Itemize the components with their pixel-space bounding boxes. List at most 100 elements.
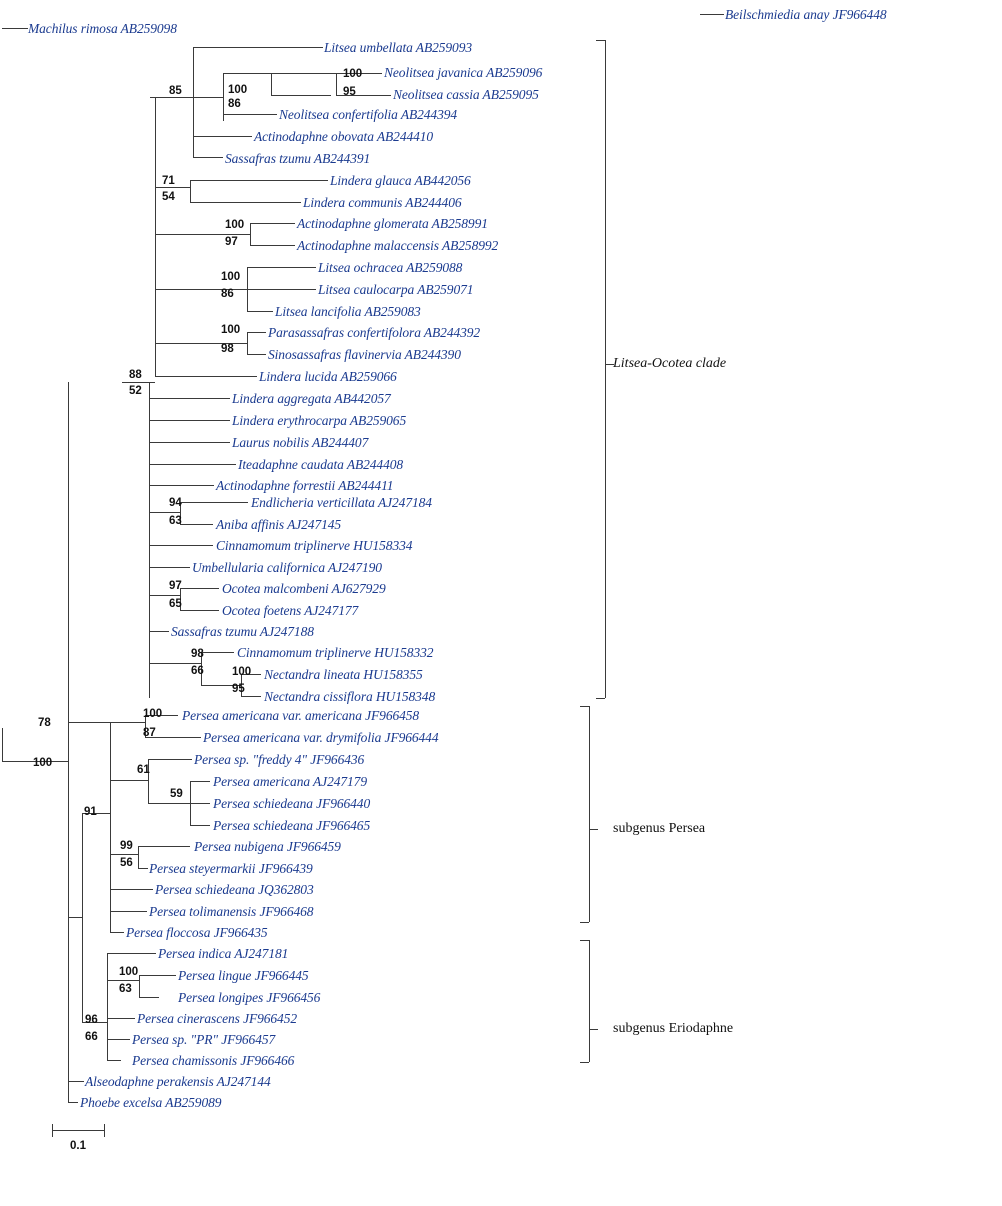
branch <box>155 343 247 344</box>
taxon-label: Neolitsea javanica AB259096 <box>384 65 543 80</box>
taxon-label: Neolitsea cassia AB259095 <box>393 87 539 102</box>
bootstrap-value: 100 <box>119 966 139 978</box>
branch <box>138 868 148 869</box>
branch <box>241 674 261 675</box>
branch <box>155 97 156 376</box>
bracket-tick <box>596 40 605 41</box>
taxon-label: Cinnamomum triplinerve HU158334 <box>216 538 413 553</box>
taxon-label: Litsea lancifolia AB259083 <box>275 304 421 319</box>
branch <box>190 825 210 826</box>
branch <box>201 685 241 686</box>
bootstrap-value: 66 <box>85 1031 98 1043</box>
branch <box>110 889 153 890</box>
branch <box>201 652 234 653</box>
branch <box>82 813 110 814</box>
branch <box>155 289 247 290</box>
branch <box>110 854 138 855</box>
branch <box>2 761 68 762</box>
clade-label-subgenus-eriodaphne: subgenus Eriodaphne <box>613 1022 733 1036</box>
bootstrap-value: 96 <box>85 1014 98 1026</box>
taxon-label: Persea sp. "freddy 4" JF966436 <box>194 752 365 767</box>
bootstrap-value: 63 <box>119 983 132 995</box>
branch <box>180 610 219 611</box>
branch <box>250 223 251 245</box>
bootstrap-value: 98 <box>221 343 234 355</box>
taxon-label: Persea steyermarkii JF966439 <box>149 861 313 876</box>
branch <box>149 420 230 421</box>
taxon-label: Umbellularia californica AJ247190 <box>192 560 382 575</box>
bootstrap-value: 100 <box>33 757 53 769</box>
bootstrap-value: 78 <box>38 717 51 729</box>
branch <box>180 502 181 524</box>
branch <box>107 953 156 954</box>
taxon-label: Lindera lucida AB259066 <box>259 369 397 384</box>
branch <box>271 73 272 95</box>
branch <box>241 696 261 697</box>
taxon-label: Actinodaphne forrestii AB244411 <box>216 478 394 493</box>
taxon-label: Sassafras tzumu AB244391 <box>225 151 371 166</box>
branch <box>149 545 213 546</box>
branch <box>193 136 252 137</box>
bootstrap-value: 99 <box>120 840 133 852</box>
bootstrap-value: 56 <box>120 857 133 869</box>
taxon-label: Parasassafras confertifolora AB244392 <box>268 325 481 340</box>
branch <box>82 813 83 1022</box>
bracket-tick <box>580 940 589 941</box>
branch <box>155 234 250 235</box>
branch <box>138 846 190 847</box>
taxon-label: Lindera erythrocarpa AB259065 <box>232 413 407 428</box>
branch <box>2 728 3 761</box>
scale-bar-line <box>52 1130 104 1131</box>
branch <box>250 245 295 246</box>
branch <box>223 97 224 114</box>
bracket-tick <box>580 922 589 923</box>
bracket-tick <box>580 706 589 707</box>
bootstrap-value: 100 <box>232 666 252 678</box>
taxon-label: Actinodaphne glomerata AB258991 <box>297 216 488 231</box>
branch <box>68 1081 84 1082</box>
taxon-label: Persea chamissonis JF966466 <box>132 1053 295 1068</box>
taxon-label: Phoebe excelsa AB259089 <box>80 1095 222 1110</box>
bracket-pointer <box>589 829 598 830</box>
taxon-label: Persea nubigena JF966459 <box>194 839 341 854</box>
bootstrap-value: 88 <box>129 369 142 381</box>
branch <box>180 588 219 589</box>
taxon-label: Persea americana var. drymifolia JF96644… <box>203 730 439 745</box>
branch <box>139 975 140 997</box>
bootstrap-value: 87 <box>143 727 156 739</box>
taxon-label: Cinnamomum triplinerve HU158332 <box>237 645 434 660</box>
taxon-label: Lindera communis AB244406 <box>303 195 462 210</box>
bootstrap-value: 65 <box>169 598 182 610</box>
taxon-label: Iteadaphne caudata AB244408 <box>238 457 404 472</box>
bracket-subgenus-eriodaphne <box>589 940 590 1062</box>
bracket-tick <box>580 1062 589 1063</box>
branch <box>250 223 295 224</box>
taxon-label: Persea floccosa JF966435 <box>126 925 268 940</box>
branch <box>110 780 148 781</box>
branch <box>149 382 150 698</box>
branch <box>150 97 193 98</box>
taxon-label: Persea indica AJ247181 <box>158 946 289 961</box>
branch <box>110 932 124 933</box>
taxon-label: Litsea caulocarpa AB259071 <box>318 282 474 297</box>
bootstrap-value: 71 <box>162 175 175 187</box>
bootstrap-value: 100 <box>221 271 241 283</box>
branch <box>190 180 328 181</box>
bootstrap-value: 54 <box>162 191 175 203</box>
branch <box>138 846 139 868</box>
branch <box>201 652 202 685</box>
taxon-label: Ocotea malcombeni AJ627929 <box>222 581 386 596</box>
branch <box>82 1022 107 1023</box>
taxon-label: Endlicheria verticillata AJ247184 <box>251 495 432 510</box>
branch <box>2 28 28 29</box>
branch <box>180 588 181 610</box>
taxon-label: Persea schiedeana JF966440 <box>213 796 371 811</box>
taxon-label: Beilschmiedia anay JF966448 <box>725 7 887 22</box>
branch <box>107 953 108 1060</box>
branch <box>107 1039 130 1040</box>
branch <box>110 911 147 912</box>
branch <box>247 267 316 268</box>
branch <box>107 980 139 981</box>
branch <box>149 464 236 465</box>
